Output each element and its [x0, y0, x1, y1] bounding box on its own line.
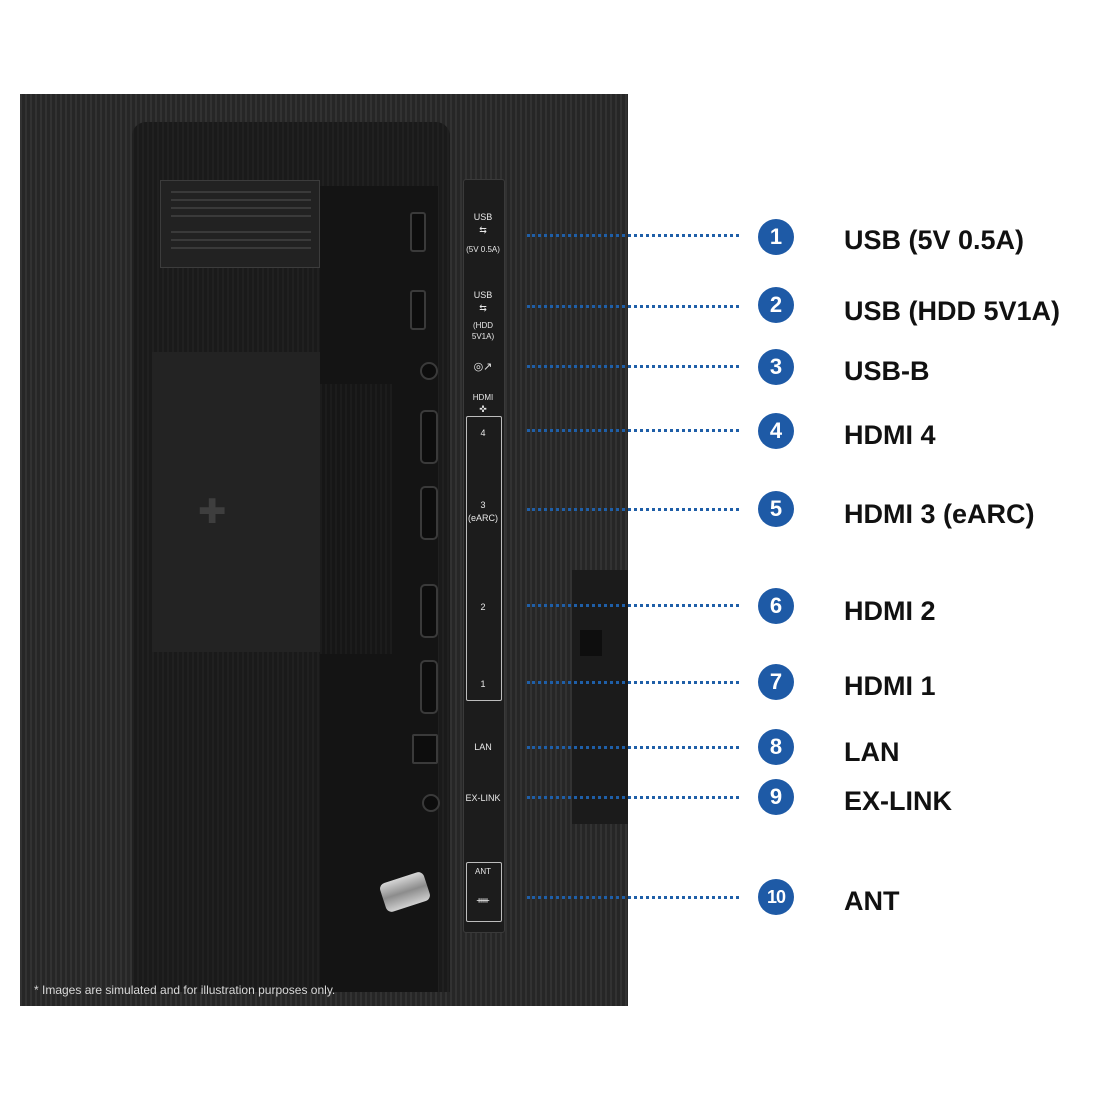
disclaimer-text: * Images are simulated and for illustrat… — [34, 983, 336, 997]
usb-port-1 — [410, 212, 426, 252]
callout-label: LAN — [844, 737, 900, 767]
usb2-title: USB — [473, 290, 493, 300]
lan-panel-label: LAN — [474, 742, 492, 752]
usb1-title: USB — [473, 212, 493, 222]
leader-line — [527, 365, 739, 368]
license-sticker — [160, 180, 320, 268]
callout-label: HDMI 4 — [844, 420, 936, 450]
callout-number: 6 — [758, 588, 794, 624]
leader-line — [527, 746, 739, 749]
callout-number: 5 — [758, 491, 794, 527]
port-label-bar — [463, 179, 505, 933]
usb1-sub: (5V 0.5A) — [466, 245, 500, 254]
callout-number: 10 — [758, 879, 794, 915]
callout-number: 4 — [758, 413, 794, 449]
hdmi2-number: 2 — [480, 602, 486, 612]
callout-label: EX-LINK — [844, 786, 952, 816]
antenna-icon: ᚔ — [476, 895, 490, 905]
side-plate — [572, 570, 628, 824]
exlink-panel-label: EX-LINK — [465, 793, 501, 803]
callout-label: ANT — [844, 886, 900, 916]
leader-line — [527, 896, 739, 899]
callout-number: 3 — [758, 349, 794, 385]
usb-icon: ⇆ — [479, 303, 487, 313]
hdmi-port-4 — [420, 410, 438, 464]
callout-label: USB-B — [844, 356, 930, 386]
hdmi-port-3 — [420, 486, 438, 540]
callout-label: HDMI 1 — [844, 671, 936, 701]
callout-number: 2 — [758, 287, 794, 323]
leader-line — [527, 305, 739, 308]
plus-mark-icon: ✚ — [198, 492, 227, 532]
tv-back-panel: ✚ * Images are simulated and for illustr… — [20, 94, 628, 1006]
hdmi3-number: 3 — [480, 500, 486, 510]
leader-line — [527, 604, 739, 607]
callout-number: 7 — [758, 664, 794, 700]
lan-port — [412, 734, 438, 764]
usb-port-2 — [410, 290, 426, 330]
hdmi-port-2 — [420, 584, 438, 638]
ant-panel-label: ANT — [475, 867, 491, 876]
hdmi-port-1 — [420, 660, 438, 714]
hdmi3-sub: (eARC) — [467, 513, 498, 523]
leader-line — [527, 429, 739, 432]
leader-line — [527, 234, 739, 237]
usb-icon: ⇆ — [479, 225, 487, 235]
callout-label: HDMI 2 — [844, 596, 936, 626]
callout-label: USB (5V 0.5A) — [844, 225, 1025, 255]
ex-link-port — [422, 794, 440, 812]
callout-label: USB (HDD 5V1A) — [844, 296, 1061, 326]
gamepad-icon: ✜ — [479, 404, 487, 414]
leader-line — [527, 796, 739, 799]
hdmi-group-box — [466, 416, 502, 701]
hdmi1-number: 1 — [480, 679, 486, 689]
hdmi4-number: 4 — [480, 428, 486, 438]
callout-number: 1 — [758, 219, 794, 255]
callout-number: 8 — [758, 729, 794, 765]
usb-b-port — [420, 362, 438, 380]
ant-group-box — [466, 862, 502, 922]
usb2-sub: (HDD 5V1A) — [471, 321, 495, 341]
leader-line — [527, 681, 739, 684]
usb-b-icon: ◎↗ — [473, 361, 493, 373]
port-cutout — [320, 384, 392, 654]
callout-number: 9 — [758, 779, 794, 815]
callout-label: HDMI 3 (eARC) — [844, 499, 1035, 529]
cover-plate — [152, 352, 320, 652]
leader-line — [527, 508, 739, 511]
hdmi-header-title: HDMI — [472, 393, 494, 402]
